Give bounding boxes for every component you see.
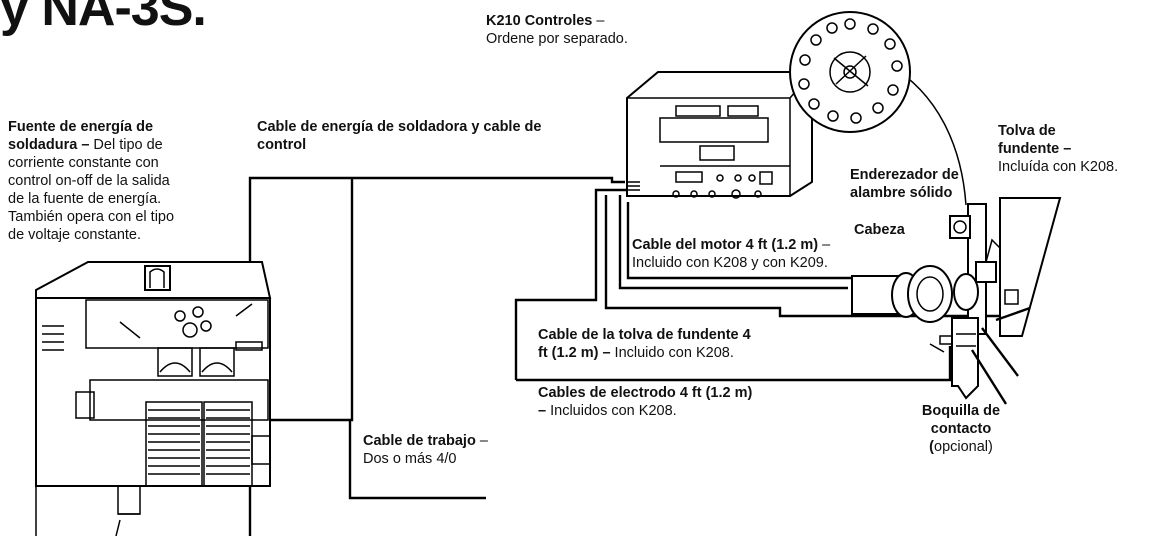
electrode-cables-note: Incluidos con K208. xyxy=(546,403,677,419)
motor-cable xyxy=(618,195,848,290)
work-cable-note: Dos o más 4/0 xyxy=(363,451,457,467)
electrode-cables-dash: – xyxy=(538,403,547,419)
motor-cable-label: Cable del motor 4 ft (1.2 m) – Incluido … xyxy=(632,236,830,272)
power-cable-label: Cable de energía de soldadora y cable de… xyxy=(257,118,542,154)
power-source-desc-5: También opera con el tipo xyxy=(8,209,175,225)
contact-tip-title-2: contacto xyxy=(930,421,992,437)
power-source-desc-1: Del tipo de xyxy=(89,137,163,153)
straightener-label-1: Enderezador de xyxy=(850,167,959,183)
contact-tip-optional: opcional) xyxy=(934,439,993,455)
power-source-title: Fuente de energía de xyxy=(8,119,154,135)
electrode-cables-label: Cables de electrodo 4 ft (1.2 m) – Inclu… xyxy=(538,384,752,420)
hopper-cable-title-2: ft (1.2 m) – xyxy=(538,345,611,361)
contact-tip-title: Boquilla de xyxy=(921,403,1001,419)
controls-label: K210 Controles – Ordene por separado. xyxy=(486,12,628,48)
electrode-cables-title: Cables de electrodo 4 ft (1.2 m) xyxy=(538,385,753,401)
motor-cable-dash: – xyxy=(818,237,831,253)
wire-reel-drawing xyxy=(789,11,911,133)
controls-label-title: K210 Controles xyxy=(486,13,593,29)
head-label: Cabeza xyxy=(854,221,905,239)
power-source-title-2: soldadura – xyxy=(8,137,90,153)
welding-head-drawing xyxy=(851,197,1062,405)
page-title: y NA-3S. xyxy=(0,0,207,37)
flux-hopper-title-2: fundente – xyxy=(998,141,1072,157)
work-cable-title: Cable de trabajo xyxy=(363,433,476,449)
controls-label-dash: – xyxy=(592,13,605,29)
flux-hopper-cable xyxy=(604,195,1000,318)
straightener-label: Enderezador de alambre sólido xyxy=(850,166,959,202)
power-source-desc-6: de voltaje constante. xyxy=(8,227,142,243)
work-cable-dash: – xyxy=(475,433,488,449)
power-cable-label-1: Cable de energía de soldadora y cable de xyxy=(257,119,542,135)
power-source-label: Fuente de energía de soldadura – Del tip… xyxy=(8,118,246,244)
flux-hopper-note: Incluída con K208. xyxy=(998,159,1119,175)
contact-tip-paren: ( xyxy=(929,439,934,455)
hopper-cable-note: Incluido con K208. xyxy=(610,345,734,361)
head-control-cable xyxy=(626,202,856,280)
power-cable-label-2: control xyxy=(257,137,307,153)
controls-label-note: Ordene por separado. xyxy=(486,31,628,47)
motor-cable-note: Incluido con K208 y con K209. xyxy=(632,255,828,271)
hopper-cable-label: Cable de la tolva de fundente 4 ft (1.2 … xyxy=(538,326,751,362)
work-cable-label: Cable de trabajo – Dos o más 4/0 xyxy=(363,432,488,468)
hopper-cable-title: Cable de la tolva de fundente 4 xyxy=(538,327,751,343)
controls-box-drawing xyxy=(626,71,813,199)
power-source-desc-3: control on-off de la salida xyxy=(8,173,170,189)
straightener-label-2: alambre sólido xyxy=(850,185,953,201)
flux-hopper-label: Tolva de fundente – Incluída con K208. xyxy=(998,122,1118,176)
power-cable-drop xyxy=(268,178,354,422)
power-source-desc-4: de la fuente de energía. xyxy=(8,191,162,207)
contact-tip-label: Boquilla de contacto (opcional) xyxy=(906,402,1016,456)
electrode-cable xyxy=(514,188,626,380)
work-cable xyxy=(348,420,486,500)
motor-cable-title: Cable del motor 4 ft (1.2 m) xyxy=(632,237,819,253)
power-source-drawing xyxy=(35,261,272,536)
power-source-desc-2: corriente constante con xyxy=(8,155,159,171)
flux-hopper-title: Tolva de xyxy=(998,123,1056,139)
electrode-cable-2 xyxy=(516,346,952,382)
